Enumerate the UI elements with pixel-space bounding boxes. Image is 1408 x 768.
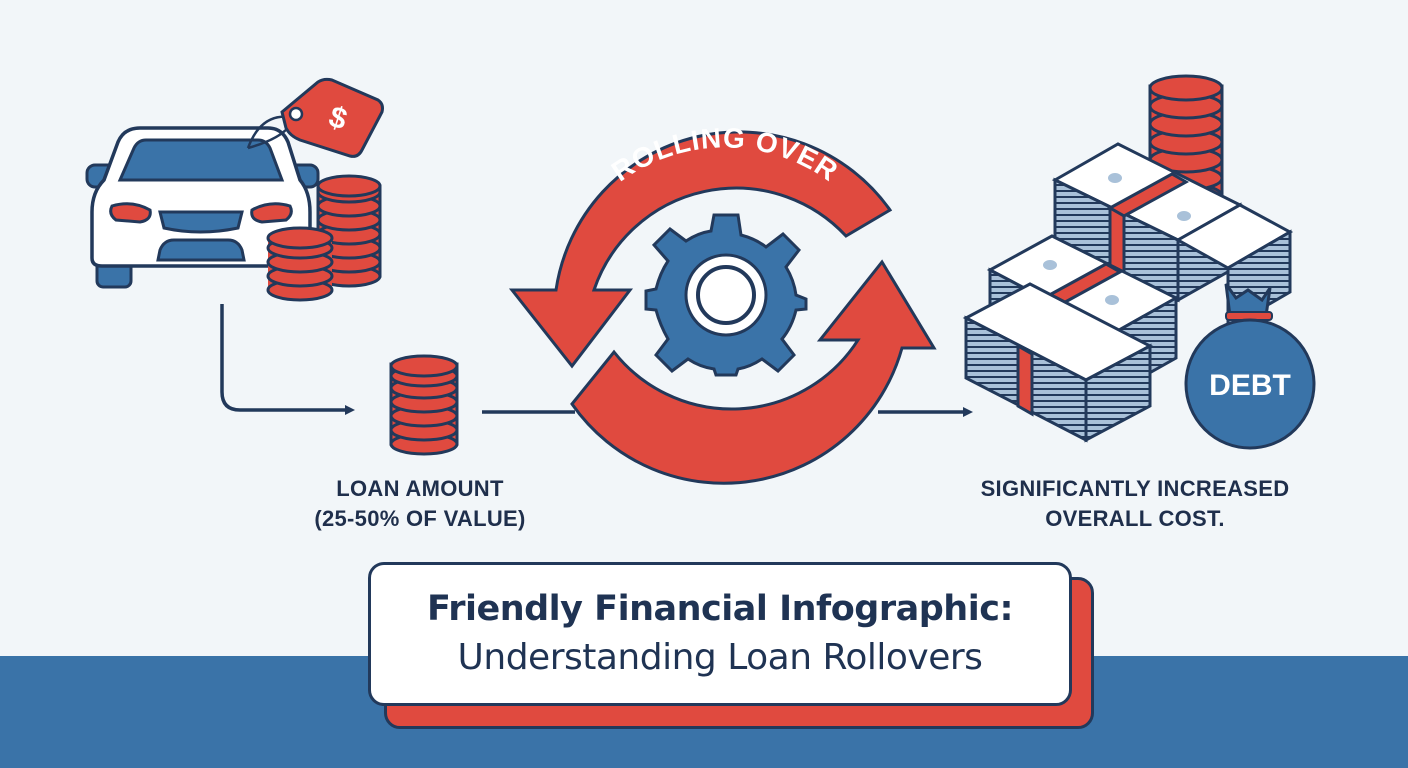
outcome-label-line2: OVERALL COST. — [1045, 506, 1225, 531]
outcome-label-line1: SIGNIFICANTLY INCREASED — [980, 476, 1290, 501]
price-tag-icon: $ — [246, 77, 384, 158]
coin-stack-icon — [266, 174, 382, 302]
title-subheading: Understanding Loan Rollovers — [457, 637, 983, 678]
loan-coin-stack-icon — [389, 354, 459, 456]
flow-arrow-1 — [220, 304, 355, 415]
gear-icon — [644, 213, 808, 377]
loan-label-line2: (25-50% OF VALUE) — [314, 506, 526, 531]
loan-label-line1: LOAN AMOUNT — [336, 476, 504, 501]
svg-text:DEBT: DEBT — [1209, 369, 1291, 402]
title-heading: Friendly Financial Infographic: — [427, 589, 1013, 629]
loan-amount-label: LOAN AMOUNT (25-50% OF VALUE) — [290, 474, 550, 534]
money-bag-icon: DEBT — [1184, 283, 1316, 450]
title-card: Friendly Financial Infographic: Understa… — [368, 562, 1072, 706]
outcome-label: SIGNIFICANTLY INCREASED OVERALL COST. — [940, 474, 1330, 534]
